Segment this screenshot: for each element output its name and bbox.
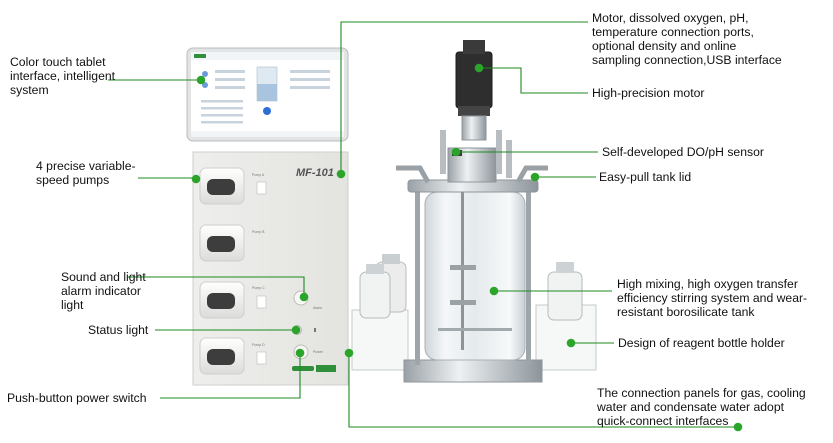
dot-connection [344,348,354,358]
brand-logo [292,365,336,372]
leader-ports [340,21,588,172]
label-ports: Motor, dissolved oxygen, pH,temperature … [592,11,782,67]
pump-b-label: Pump B [252,230,265,234]
pump-b: Pump B [199,224,265,262]
leader-motor [480,67,588,94]
pump-d: Pump D [199,337,267,375]
power-button-label: Power [313,350,324,354]
label-pumps: 4 precise variable-speed pumps [36,159,136,187]
dot-sensor [451,147,461,157]
dot-lid [530,172,540,182]
pump-a: Pump A [199,167,267,205]
label-sensor: Self-developed DO/pH sensor [602,145,764,159]
dot-mixing [489,286,499,296]
label-motor: High-precision motor [592,86,705,100]
label-lid: Easy-pull tank lid [599,170,692,184]
leader-alarm [128,276,305,296]
leader-connection [348,354,738,428]
pump-c: Pump C [199,281,267,319]
pump-c-label: Pump C [252,286,265,290]
dot-tablet [196,75,206,85]
marker-dots [191,63,743,432]
leader-power [160,354,301,399]
dot-ports [336,169,346,179]
right-bottle-holder [535,262,597,371]
model-name: MF-101 [296,167,334,179]
leader-lines [108,21,738,428]
label-power: Push-button power switch [7,391,147,405]
bioreactor [351,40,597,383]
label-bottle-holder: Design of reagent bottle holder [618,336,785,350]
label-status: Status light [88,323,149,337]
pump-a-label: Pump A [252,173,265,177]
alarm-light-label: Alarm [313,306,322,310]
tablet-screen [186,47,349,142]
left-bottle-holder [351,254,409,371]
motor [455,51,493,109]
pump-d-label: Pump D [252,343,265,347]
dot-bottle-holder [566,338,576,348]
dot-pumps [191,174,201,184]
dot-motor [474,63,484,73]
dot-connection-end [733,422,743,432]
dot-power [295,348,305,358]
dot-alarm [299,292,309,302]
dot-status [291,325,301,335]
controller-cabinet: MF-101 Pump A Pump B Pump C Pump D Ala [192,151,349,386]
glass-vessel [424,191,526,361]
